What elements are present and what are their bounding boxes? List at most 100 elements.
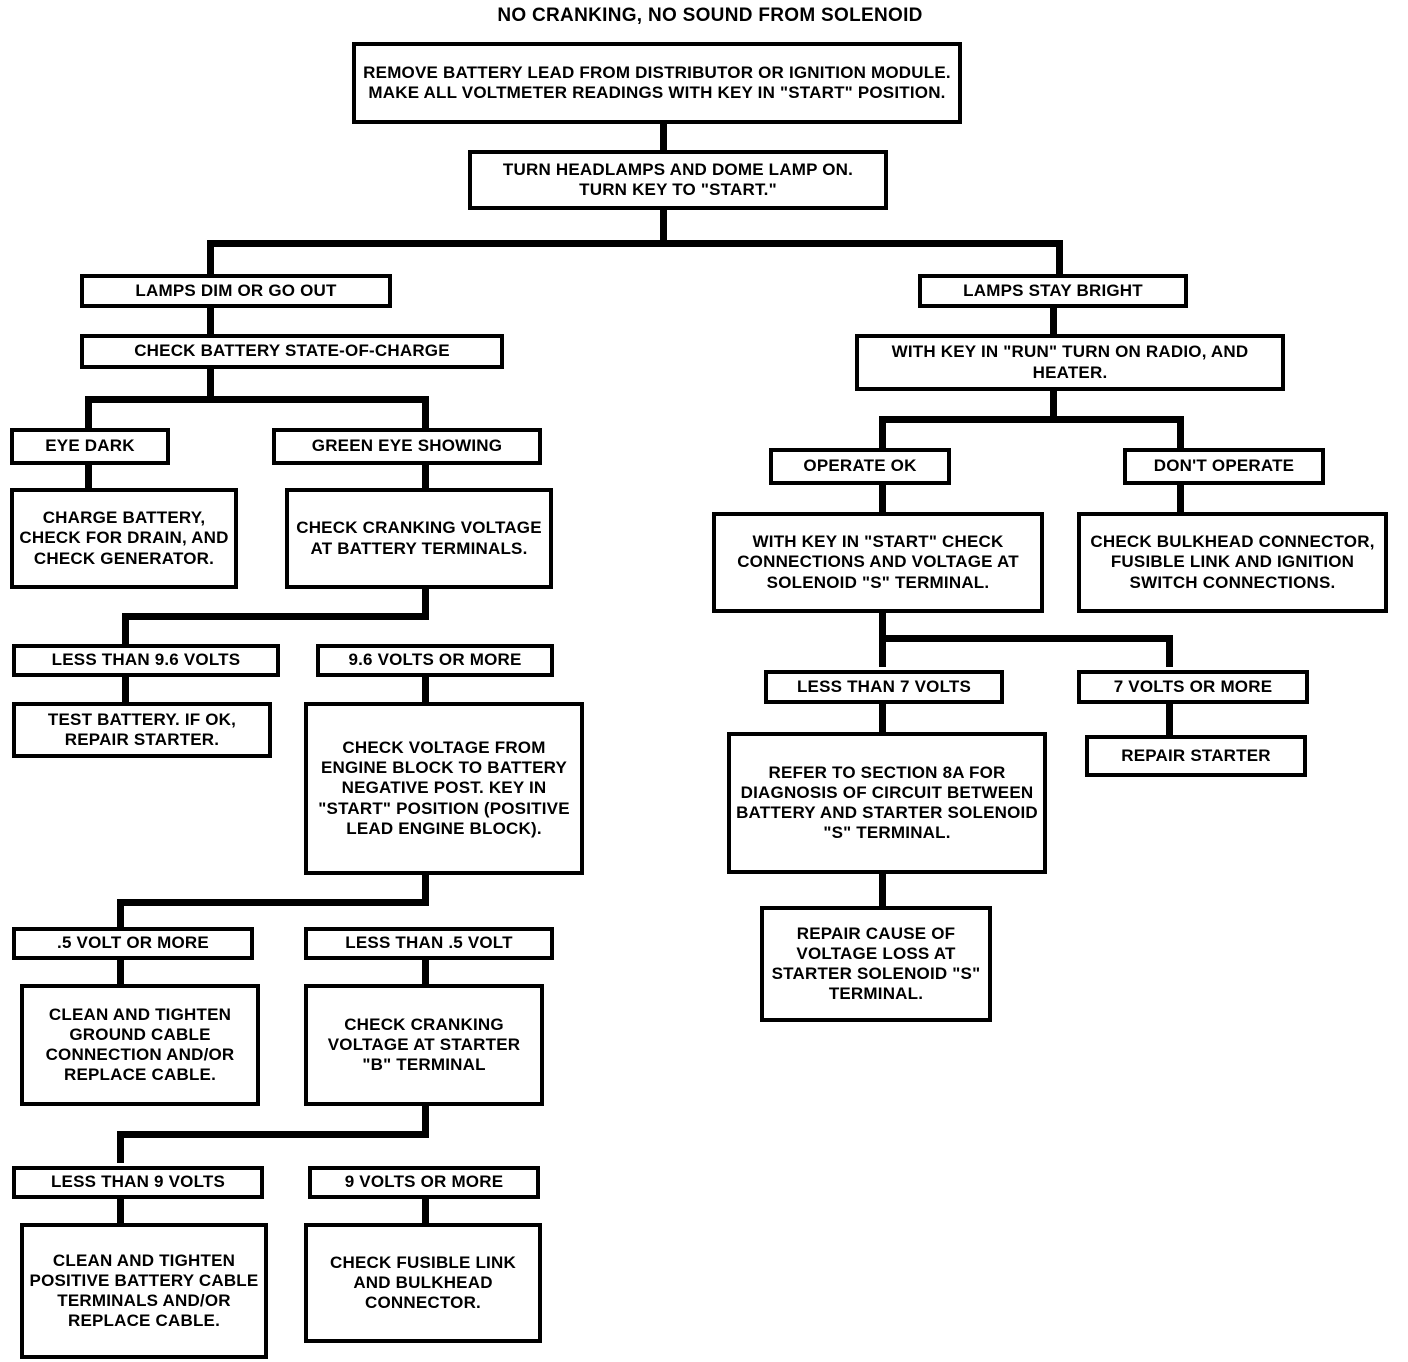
node-refer-to-section-8a[interactable]: REFER TO SECTION 8A FOR DIAGNOSIS OF CIR… [727,732,1047,874]
connector-n12-split-left [117,899,124,929]
node-label: WITH KEY IN "START" CHECK CONNECTIONS AN… [737,532,1019,592]
node-label: DON'T OPERATE [1153,456,1295,476]
node-repair-starter[interactable]: REPAIR STARTER [1085,735,1307,777]
node-eye-dark[interactable]: EYE DARK [10,428,170,465]
node-point5-volt-or-more[interactable]: .5 VOLT OR MORE [12,927,254,960]
connector-n04-split-left [85,396,92,428]
connector-n04-split-bar [85,396,429,403]
node-less-than-7-volts[interactable]: LESS THAN 7 VOLTS [764,670,1004,704]
connector-n12-split-bar [117,899,429,906]
node-clean-tighten-positive-cable[interactable]: CLEAN AND TIGHTEN POSITIVE BATTERY CABLE… [20,1223,268,1359]
node-check-battery-state[interactable]: CHECK BATTERY STATE-OF-CHARGE [80,334,504,369]
connector-n18-n20 [422,1199,429,1223]
connector-n08-split-left [122,613,129,644]
node-charge-battery[interactable]: CHARGE BATTERY, CHECK FOR DRAIN, AND CHE… [10,488,238,589]
connector-n10-n12 [422,676,429,702]
node-label: LESS THAN 7 VOLTS [796,676,972,696]
connector-n12-down [422,874,429,906]
node-label: LESS THAN 9 VOLTS [50,1172,226,1192]
connector-n02-down [660,210,667,243]
connector-n25-split-bar [879,635,1173,642]
node-lamps-dim[interactable]: LAMPS DIM OR GO OUT [80,274,392,308]
connector-n25-split-right [1166,635,1173,667]
node-key-in-run-radio-heater[interactable]: WITH KEY IN "RUN" TURN ON RADIO, AND HEA… [855,334,1285,391]
connector-n04-down [207,368,214,400]
connector-n21-n22 [1050,307,1057,334]
node-label: CHECK FUSIBLE LINK AND BULKHEAD CONNECTO… [330,1252,516,1313]
connector-n14-n16 [422,959,429,984]
node-key-in-start-check-solenoid-s[interactable]: WITH KEY IN "START" CHECK CONNECTIONS AN… [712,512,1044,613]
node-less-than-9-volts[interactable]: LESS THAN 9 VOLTS [12,1166,264,1199]
node-label: CHECK VOLTAGE FROM ENGINE BLOCK TO BATTE… [318,738,570,838]
connector-n22-split-right [1177,416,1184,448]
connector-n13-n15 [117,959,124,984]
connector-n01-n02 [660,122,667,150]
connector-n09-n11 [122,676,129,702]
connector-n22-down [1050,390,1057,420]
node-lamps-stay-bright[interactable]: LAMPS STAY BRIGHT [918,274,1188,308]
connector-n04-split-right [422,396,429,428]
connector-n23-n25 [879,484,886,512]
node-label: 9.6 VOLTS OR MORE [348,650,522,670]
connector-n16-down [422,1105,429,1137]
node-check-cranking-voltage-starter-b[interactable]: CHECK CRANKING VOLTAGE AT STARTER "B" TE… [304,984,544,1106]
node-turn-headlamps[interactable]: TURN HEADLAMPS AND DOME LAMP ON. TURN KE… [468,150,888,210]
node-label: REPAIR CAUSE OF VOLTAGE LOSS AT STARTER … [771,923,981,1004]
node-label: REMOVE BATTERY LEAD FROM DISTRIBUTOR OR … [363,62,951,102]
connector-n05-n07 [85,464,92,488]
node-operate-ok[interactable]: OPERATE OK [769,448,951,485]
connector-n27-n29 [879,703,886,732]
connector-n28-n30 [1166,703,1173,735]
node-96-volts-or-more[interactable]: 9.6 VOLTS OR MORE [316,644,554,677]
connector-n06-n08 [422,464,429,488]
node-label: LESS THAN .5 VOLT [345,933,513,953]
connector-n17-n19 [117,1199,124,1223]
node-dont-operate[interactable]: DON'T OPERATE [1123,448,1325,485]
node-label: OPERATE OK [803,456,917,476]
node-test-battery-repair-starter[interactable]: TEST BATTERY. IF OK, REPAIR STARTER. [12,702,272,758]
node-label: REPAIR STARTER [1121,745,1271,765]
connector-split-right-drop [1056,240,1063,275]
node-label: LESS THAN 9.6 VOLTS [51,650,241,670]
node-green-eye-showing[interactable]: GREEN EYE SHOWING [272,428,542,465]
node-label: TURN HEADLAMPS AND DOME LAMP ON. TURN KE… [502,159,854,199]
node-label: REFER TO SECTION 8A FOR DIAGNOSIS OF CIR… [736,762,1038,843]
node-label: EYE DARK [45,436,135,456]
node-label: .5 VOLT OR MORE [57,933,209,953]
connector-n29-n31 [879,873,886,906]
node-label: TEST BATTERY. IF OK, REPAIR STARTER. [47,709,237,749]
connector-n03-n04 [207,307,214,334]
node-label: CLEAN AND TIGHTEN GROUND CABLE CONNECTIO… [45,1004,235,1085]
node-check-bulkhead-connector-ignition[interactable]: CHECK BULKHEAD CONNECTOR, FUSIBLE LINK A… [1077,512,1388,613]
connector-split-left-drop [207,240,214,275]
connector-n22-split-left [879,416,886,448]
node-label: CHECK CRANKING VOLTAGE AT STARTER "B" TE… [327,1014,521,1075]
node-less-than-96-volts[interactable]: LESS THAN 9.6 VOLTS [12,644,280,677]
node-repair-cause-of-voltage-loss[interactable]: REPAIR CAUSE OF VOLTAGE LOSS AT STARTER … [760,906,992,1022]
node-remove-battery-lead[interactable]: REMOVE BATTERY LEAD FROM DISTRIBUTOR OR … [352,42,962,124]
node-label: CHECK BATTERY STATE-OF-CHARGE [134,341,450,361]
node-less-than-point5-volt[interactable]: LESS THAN .5 VOLT [304,927,554,960]
connector-n08-split-bar [122,613,429,620]
node-clean-tighten-ground-cable[interactable]: CLEAN AND TIGHTEN GROUND CABLE CONNECTIO… [20,984,260,1106]
connector-n22-split-bar [879,416,1184,423]
node-label: LAMPS STAY BRIGHT [963,280,1143,300]
node-label: CHECK BULKHEAD CONNECTOR, FUSIBLE LINK A… [1090,532,1375,592]
connector-n16-split-left [117,1131,124,1163]
node-label: 9 VOLTS OR MORE [344,1172,504,1192]
node-label: WITH KEY IN "RUN" TURN ON RADIO, AND HEA… [891,342,1249,382]
node-label: CLEAN AND TIGHTEN POSITIVE BATTERY CABLE… [29,1250,259,1331]
node-label: GREEN EYE SHOWING [311,436,503,456]
node-label: LAMPS DIM OR GO OUT [135,280,337,300]
node-9-volts-or-more[interactable]: 9 VOLTS OR MORE [308,1166,540,1199]
node-check-voltage-engine-block[interactable]: CHECK VOLTAGE FROM ENGINE BLOCK TO BATTE… [304,702,584,875]
connector-n24-n26 [1177,484,1184,512]
node-7-volts-or-more[interactable]: 7 VOLTS OR MORE [1077,670,1309,704]
connector-main-split-bar [207,240,1063,247]
node-check-fusible-link-bulkhead[interactable]: CHECK FUSIBLE LINK AND BULKHEAD CONNECTO… [304,1223,542,1343]
connector-n08-down [422,588,429,620]
node-check-cranking-voltage-battery[interactable]: CHECK CRANKING VOLTAGE AT BATTERY TERMIN… [285,488,553,589]
node-label: 7 VOLTS OR MORE [1113,676,1273,696]
node-label: CHECK CRANKING VOLTAGE AT BATTERY TERMIN… [296,518,542,558]
